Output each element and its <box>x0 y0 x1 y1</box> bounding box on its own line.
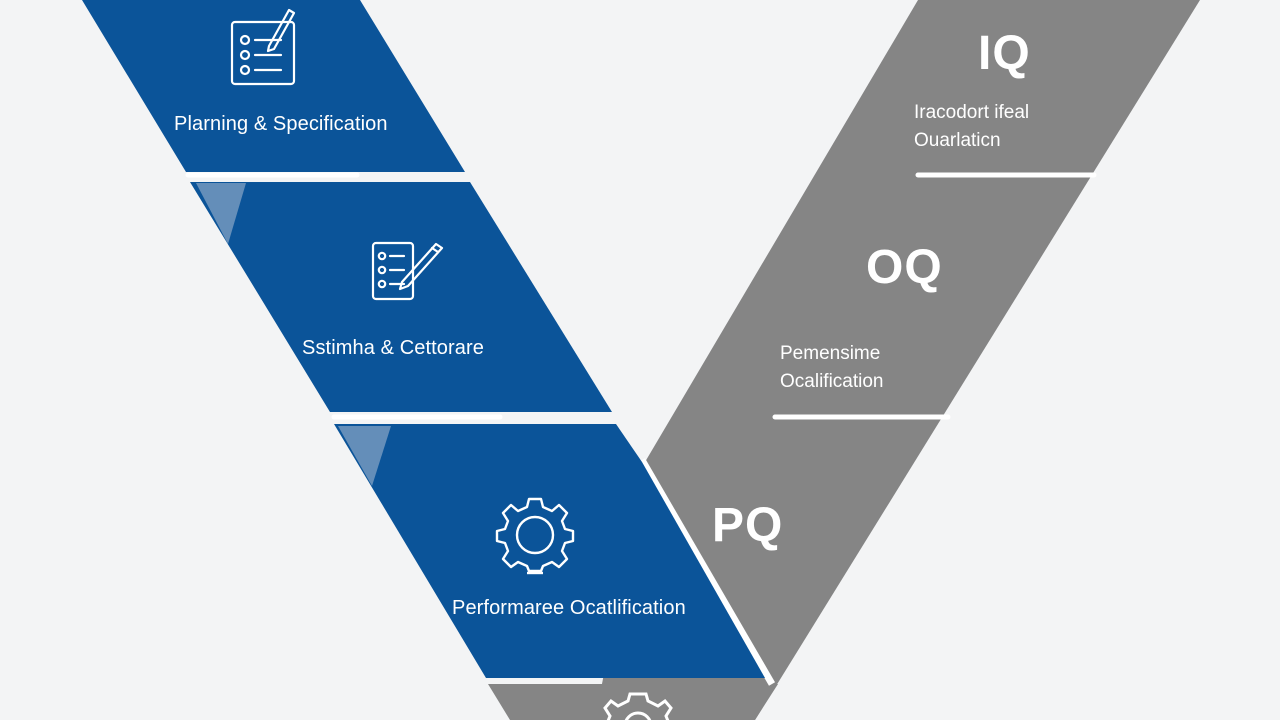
arm-separator <box>638 458 776 686</box>
right-stage-1-line-2: Ouarlaticn <box>914 130 1001 151</box>
checklist-pencil-icon <box>230 8 296 86</box>
right-stage-3-code: PQ <box>712 499 784 552</box>
right-stage-2-line-2: Ocalification <box>780 371 884 392</box>
right-stage-2-code: OQ <box>866 241 943 294</box>
left-segment-1 <box>82 0 465 172</box>
gear-icon <box>603 692 673 720</box>
right-stage-1-line-1: Iracodort ifeal <box>914 102 1030 123</box>
left-shade-1 <box>196 183 246 244</box>
right-stage-2-line-1: Pemensime <box>780 343 881 364</box>
right-arm <box>595 0 1200 720</box>
left-shade-2 <box>338 426 391 486</box>
left-stage-2-label: Sstimha & Cettorare <box>302 337 484 359</box>
left-stage-1-label: Plarning & Specification <box>174 113 388 135</box>
left-segment-3 <box>334 424 765 678</box>
gear-icon <box>495 497 575 575</box>
left-stage-3-label: Performaree Ocatlification <box>452 597 686 619</box>
bottom-block <box>488 684 778 720</box>
left-segment-2 <box>190 182 612 412</box>
checklist-pencil-icon <box>371 241 444 301</box>
right-stage-1-code: IQ <box>978 27 1031 80</box>
